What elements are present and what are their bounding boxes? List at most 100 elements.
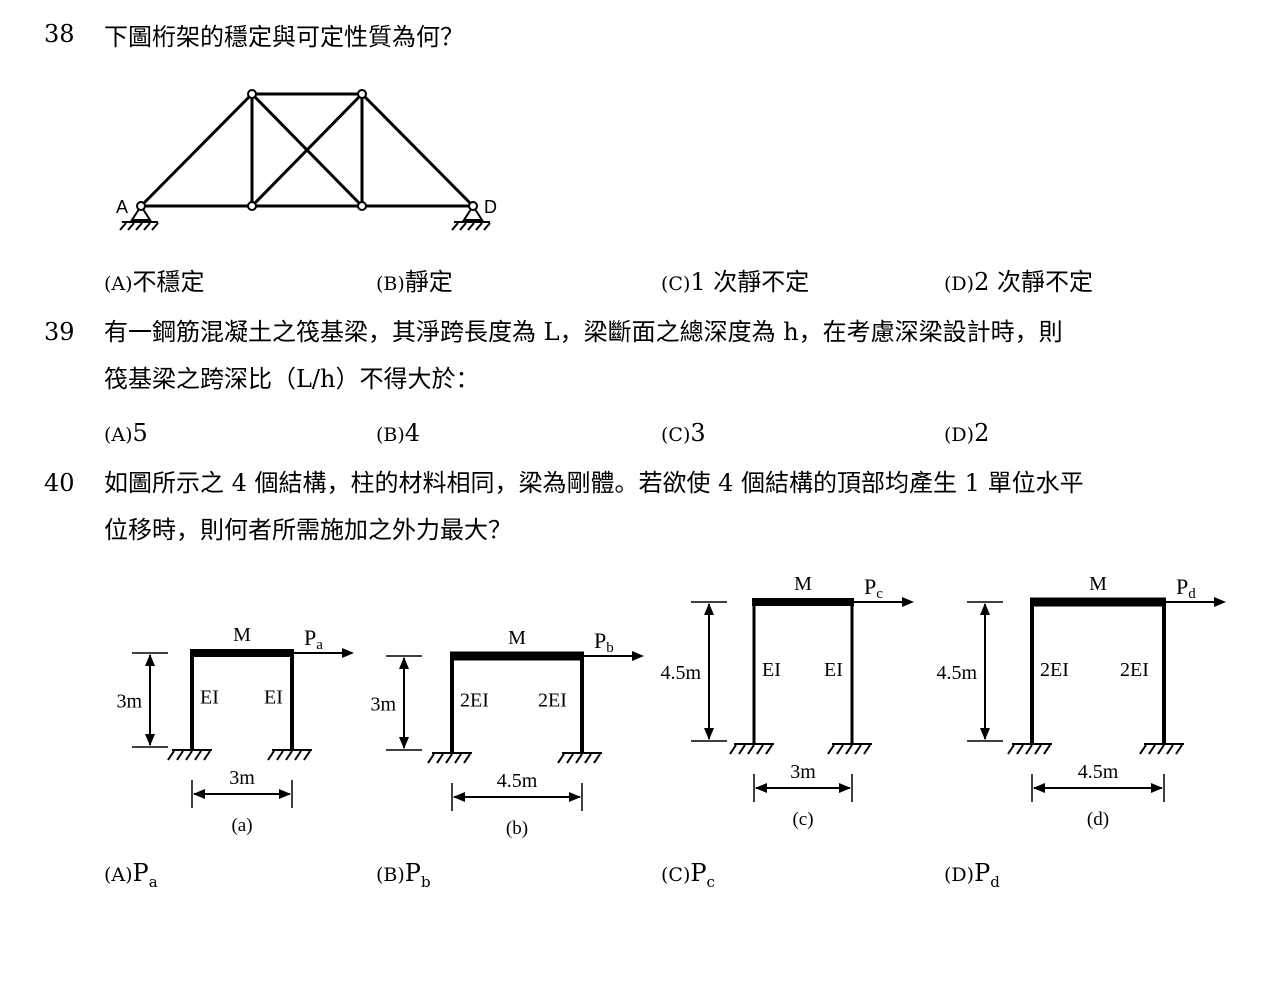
- load-label: Pa: [304, 625, 323, 653]
- fixed-support-hatch: [827, 744, 835, 755]
- q38-option-d[interactable]: (D)2 次靜不定: [944, 262, 1093, 297]
- option-sub: d: [990, 872, 1000, 891]
- span-dim-label: 3m: [229, 767, 255, 789]
- question-39-number: 39: [44, 318, 75, 346]
- column-left-label: EI: [762, 659, 781, 681]
- arrow-head: [569, 792, 581, 802]
- option-tag: (A): [104, 864, 133, 886]
- option-tag: (B): [376, 864, 405, 886]
- fixed-support-hatch: [836, 744, 844, 755]
- fixed-support-hatch: [1034, 744, 1042, 755]
- q39-option-a[interactable]: (A)5: [104, 419, 148, 447]
- q39-option-b[interactable]: (B)4: [376, 419, 420, 447]
- arrow-head: [980, 728, 990, 740]
- column-right-label: 2EI: [1120, 659, 1149, 681]
- option-text: 不穩定: [132, 268, 205, 296]
- option-text: 4: [404, 419, 421, 447]
- fixed-support-hatch: [729, 744, 737, 755]
- question-39-line-2: 筏基梁之跨深比（L/h）不得大於：: [104, 365, 480, 393]
- q40-option-c[interactable]: (C)Pc: [661, 859, 715, 891]
- option-tag: (C): [661, 273, 691, 295]
- arrow-head: [704, 603, 714, 615]
- arrow-head: [399, 737, 409, 749]
- arrow-head: [453, 792, 465, 802]
- fixed-support-hatch: [176, 750, 184, 761]
- option-text: 靜定: [404, 268, 453, 296]
- fixed-support-hatch: [285, 750, 293, 761]
- fixed-support-hatch: [1025, 744, 1033, 755]
- fixed-support-hatch: [303, 750, 311, 761]
- arrow-head: [1151, 783, 1163, 793]
- option-text: 3: [690, 419, 706, 447]
- column-right-label: 2EI: [538, 689, 567, 711]
- option-main: P: [974, 859, 991, 887]
- option-tag: (B): [376, 424, 405, 446]
- option-tag: (C): [661, 424, 691, 446]
- span-dim-label: 4.5m: [497, 770, 538, 792]
- load-subscript: d: [1188, 586, 1196, 602]
- fixed-support-hatch: [185, 750, 193, 761]
- height-dim-label: 3m: [370, 694, 396, 716]
- fixed-support-hatch: [194, 750, 202, 761]
- column-right-label: EI: [824, 659, 843, 681]
- fixed-support-hatch: [854, 744, 862, 755]
- fixed-support-hatch: [276, 750, 284, 761]
- option-sub: b: [420, 872, 431, 891]
- arrow-head: [1214, 597, 1226, 607]
- support-left: [119, 201, 159, 231]
- load-label: Pd: [1176, 574, 1196, 602]
- fixed-support-hatch: [756, 744, 764, 755]
- mass-label: M: [508, 627, 526, 649]
- fixed-support-hatch: [1166, 744, 1174, 755]
- fixed-support-hatch: [557, 753, 565, 764]
- arrow-head: [839, 783, 851, 793]
- fixed-support-hatch: [203, 750, 211, 761]
- question-40-line-1: 如圖所示之 4 個結構，柱的材料相同，梁為剛體。若欲使 4 個結構的頂部均產生 …: [104, 469, 1084, 497]
- option-tag: (A): [104, 424, 133, 446]
- fixed-support-hatch: [463, 753, 471, 764]
- mass-label: M: [1089, 573, 1107, 595]
- option-tag: (B): [376, 273, 405, 295]
- fixed-support-hatch: [1139, 744, 1147, 755]
- fixed-support-hatch: [454, 753, 462, 764]
- fixed-support-hatch: [1007, 744, 1015, 755]
- fixed-support-hatch: [1157, 744, 1165, 755]
- question-38-text: 下圖桁架的穩定與可定性質為何？: [104, 23, 464, 51]
- span-dim-label: 3m: [790, 761, 816, 783]
- question-39-line-1: 有一鋼筋混凝土之筏基梁，其淨跨長度為 L，梁斷面之總深度為 h，在考慮深梁設計時…: [104, 318, 1063, 346]
- option-tag: (D): [944, 424, 975, 446]
- arrow-head: [399, 657, 409, 669]
- arrow-head: [342, 648, 354, 658]
- arrow-head: [193, 789, 205, 799]
- q38-option-c[interactable]: (C)1 次靜不定: [661, 262, 809, 297]
- q40-option-a[interactable]: (A)Pa: [104, 859, 158, 891]
- question-39-text: 有一鋼筋混凝土之筏基梁，其淨跨長度為 L，梁斷面之總深度為 h，在考慮深梁設計時…: [104, 309, 1244, 403]
- option-sub: c: [706, 872, 715, 891]
- q40-option-d[interactable]: (D)Pd: [944, 859, 1000, 891]
- load-label: Pc: [864, 574, 883, 602]
- q39-option-c[interactable]: (C)3: [661, 419, 706, 447]
- rigid-beam: [1030, 597, 1166, 607]
- fixed-support-hatch: [747, 744, 755, 755]
- truss-figure: A D: [116, 89, 497, 231]
- option-tag: (C): [661, 864, 691, 886]
- q38-option-a[interactable]: (A)不穩定: [104, 262, 205, 297]
- option-text: 1 次靜不定: [690, 268, 810, 296]
- fixed-support-hatch: [566, 753, 574, 764]
- q40-option-b[interactable]: (B)Pb: [376, 859, 431, 891]
- fixed-support-hatch: [765, 744, 773, 755]
- fixed-support-hatch: [267, 750, 275, 761]
- question-38-number: 38: [44, 20, 75, 48]
- q39-option-d[interactable]: (D)2: [944, 419, 989, 447]
- option-text: 2: [974, 419, 990, 447]
- q38-option-b[interactable]: (B)靜定: [376, 262, 453, 297]
- option-sub: a: [148, 872, 158, 891]
- option-main: P: [690, 859, 707, 887]
- fixed-support-hatch: [584, 753, 592, 764]
- frame-caption: (c): [792, 809, 813, 830]
